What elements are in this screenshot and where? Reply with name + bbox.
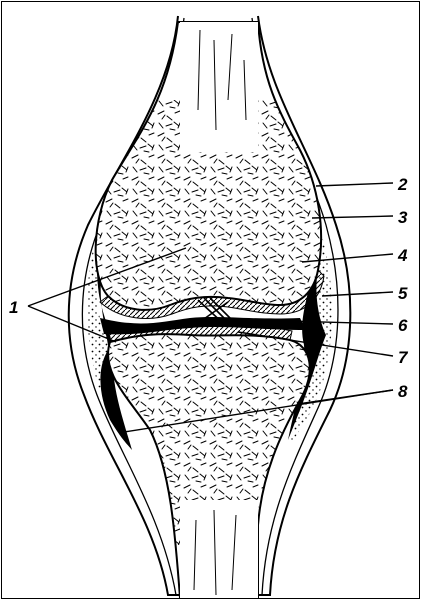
femur: [80, 22, 340, 320]
leader-3: [312, 216, 393, 218]
label-8: 8: [398, 382, 408, 401]
leader-2: [316, 183, 393, 186]
label-5: 5: [398, 284, 408, 303]
label-3: 3: [398, 208, 408, 227]
leader-5: [322, 292, 393, 296]
label-6: 6: [398, 316, 408, 335]
label-2: 2: [397, 175, 408, 194]
label-1: 1: [9, 298, 18, 317]
tibia: [90, 334, 330, 600]
label-7: 7: [398, 348, 409, 367]
label-4: 4: [397, 246, 408, 265]
